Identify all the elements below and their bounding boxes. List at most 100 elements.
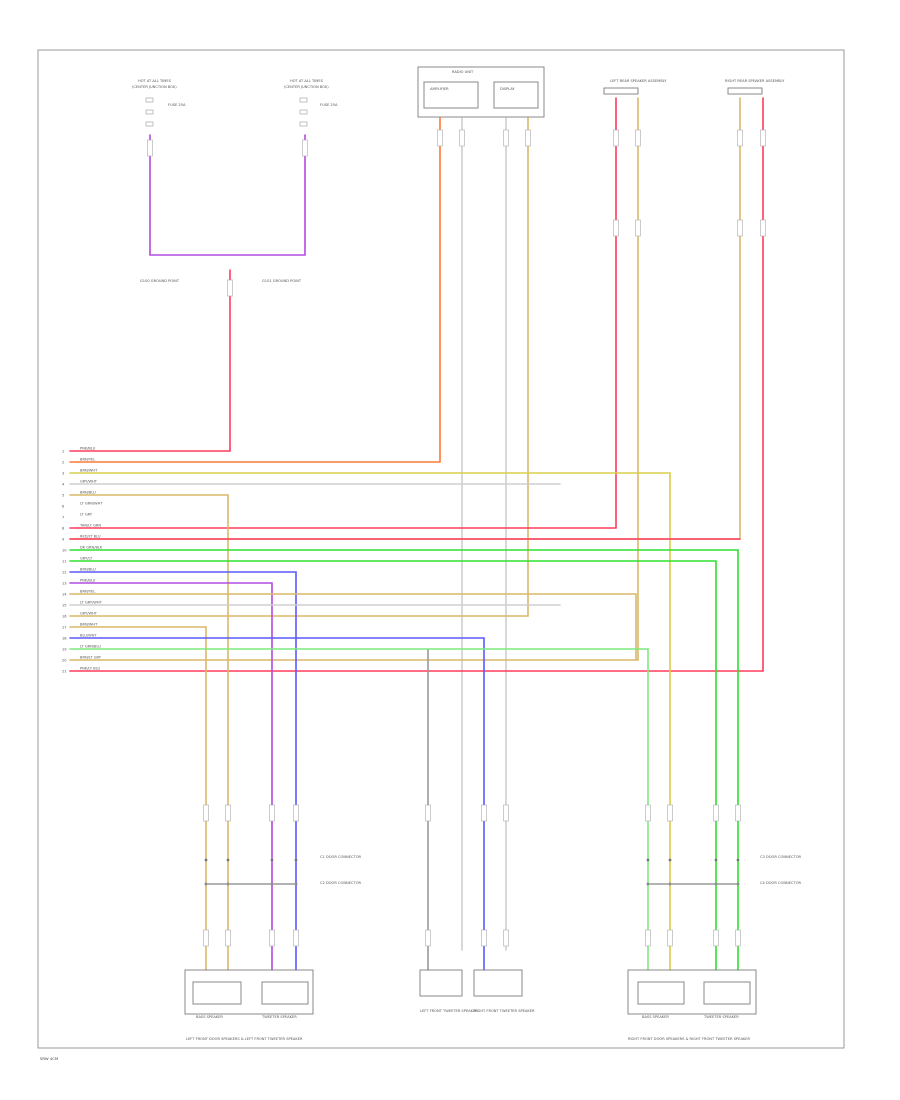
door-connector: [225, 804, 231, 822]
connector-wire-color: RED/LT BLU: [80, 535, 101, 539]
connector-pin-number: 14: [62, 593, 67, 597]
harness-row-3: [69, 472, 671, 971]
connector-wire-color: GRY/WHT: [80, 480, 98, 484]
door-connector: [425, 804, 431, 822]
head-unit[interactable]: RADIO UNIT AMPLIFIER DISPLAY: [417, 66, 545, 118]
connector-wire-color: BRN/WHT: [80, 469, 98, 473]
speaker-connector: [713, 929, 719, 947]
door-connector: [503, 804, 509, 822]
front-left-speaker-group[interactable]: BASS SPEAKER TWEETER SPEAKER LEFT FRONT …: [184, 969, 314, 1041]
right-rear-speaker-title: RIGHT REAR SPEAKER ASSEMBLY: [725, 79, 785, 83]
wire-layer: [69, 97, 766, 971]
inline-connector: [737, 219, 743, 237]
head-unit-title: RADIO UNIT: [452, 70, 474, 74]
front-right-speaker-group[interactable]: BASS SPEAKER TWEETER SPEAKER RIGHT FRONT…: [627, 969, 757, 1041]
center-tweeter-group[interactable]: LEFT FRONT TWEETER SPEAKER RIGHT FRONT T…: [419, 969, 535, 1013]
right-fuse-block: HOT AT ALL TIMES (CENTER JUNCTION BOX) F…: [284, 79, 338, 127]
speaker-connector: [645, 929, 651, 947]
door-connector: [713, 804, 719, 822]
splice-dot: [714, 858, 718, 862]
connector-wire-color: PNK/LT BLU: [80, 667, 101, 671]
splice-dot: [270, 858, 274, 862]
lr-speaker-wire-2: [69, 97, 639, 661]
connector-pin-number: 21: [62, 670, 67, 674]
speaker-connector: [293, 929, 299, 947]
inline-connector: [147, 139, 153, 157]
connector-wire-color: BRN/WHT: [80, 623, 98, 627]
right-rear-speaker[interactable]: RIGHT REAR SPEAKER ASSEMBLY: [725, 79, 785, 95]
speaker-connector: [225, 929, 231, 947]
left-splice-label-2: C2 DOOR CONNECTOR: [320, 881, 362, 885]
door-connector: [481, 804, 487, 822]
rr-speaker-wire-2: [69, 97, 764, 672]
inline-connector: [635, 219, 641, 237]
connector-pin-number: 2: [62, 461, 64, 465]
connector-pin-number: 7: [62, 516, 64, 520]
diagram-frame: [37, 49, 845, 1049]
connector-wire-color: BRN/BLU: [80, 568, 96, 572]
inline-connector: [503, 129, 509, 147]
right-fuse-note: (CENTER JUNCTION BOX): [284, 85, 329, 89]
splice-dot: [294, 858, 298, 862]
left-ground-label: G100 GROUND POINT: [140, 279, 180, 283]
footer-code: SRW 4CM: [40, 1056, 58, 1061]
connector-pin-number: 16: [62, 615, 67, 619]
connector-wire-color: GRY/LT: [80, 557, 93, 561]
splice-dot: [226, 858, 230, 862]
connector-pin-number: 19: [62, 648, 67, 652]
connector-pin-number: 8: [62, 527, 65, 531]
door-connector: [269, 804, 275, 822]
connector-wire-color: LT GRN/BLU: [80, 645, 101, 649]
connector-pin-number: 15: [62, 604, 67, 608]
inline-connector: [525, 129, 531, 147]
door-connector: [203, 804, 209, 822]
connector-wire-color: LT GRY/WHT: [80, 601, 103, 605]
head-unit-wire-1: [69, 117, 441, 463]
connector-pin-number: 17: [62, 626, 67, 630]
inline-connector: [302, 139, 308, 157]
connector-pin-number: 18: [62, 637, 67, 641]
fl-tweeter-label: TWEETER SPEAKER: [261, 1015, 297, 1019]
right-splice-label-2: C4 DOOR CONNECTOR: [760, 881, 802, 885]
fr-tweeter-label: TWEETER SPEAKER: [703, 1015, 739, 1019]
speaker-connector: [503, 929, 509, 947]
left-rear-speaker[interactable]: LEFT REAR SPEAKER ASSEMBLY: [603, 79, 667, 95]
connector-wire-color: BRN/YEL: [80, 458, 95, 462]
harness-row-10: [69, 549, 739, 971]
inline-connector: [635, 129, 641, 147]
connector-wire-color: LT GRY: [80, 513, 93, 517]
inline-connector: [227, 279, 233, 297]
fr-group-caption: RIGHT FRONT DOOR SPEAKERS & RIGHT FRONT …: [628, 1037, 751, 1041]
harness-row-14: [69, 593, 637, 661]
connector-pin-number: 5: [62, 494, 64, 498]
speaker-connector: [269, 929, 275, 947]
connector-pin-number: 10: [62, 549, 67, 553]
harness-row-19: [69, 648, 649, 971]
harness-row-13: [69, 582, 273, 971]
connector-pin-number: 13: [62, 582, 67, 586]
connector-pin-number: 6: [62, 505, 65, 509]
fr-bass-label: BASS SPEAKER: [642, 1015, 669, 1019]
inline-connector: [760, 129, 766, 147]
harness-row-12: [69, 571, 297, 971]
connector-pin-number: 11: [62, 560, 67, 564]
connector-wire-color: BRN/LT GRY: [80, 656, 102, 660]
connector-wire-color: GRY/WHT: [80, 612, 98, 616]
splice-dot: [646, 858, 650, 862]
door-connector: [667, 804, 673, 822]
speaker-connector: [481, 929, 487, 947]
connector-wire-color: BRN/BLU: [80, 491, 96, 495]
inline-connector: [613, 219, 619, 237]
ground-feed-wire: [69, 269, 231, 452]
center-right-label: RIGHT FRONT TWEETER SPEAKER: [474, 1009, 535, 1013]
left-fuse-title: HOT AT ALL TIMES: [138, 79, 172, 83]
connector-pin-number: 12: [62, 571, 67, 575]
inline-connector: [613, 129, 619, 147]
speaker-connector: [667, 929, 673, 947]
speaker-connector: [735, 929, 741, 947]
connector-wire-color: TAN/LT GRN: [79, 524, 101, 528]
connector-row-labels: 1PNK/BLU2BRN/YEL3BRN/WHT4GRY/WHT5BRN/BLU…: [62, 447, 103, 674]
right-splice-label-1: C3 DOOR CONNECTOR: [760, 855, 802, 859]
connector-wire-color: PNK/BLU: [80, 447, 96, 451]
